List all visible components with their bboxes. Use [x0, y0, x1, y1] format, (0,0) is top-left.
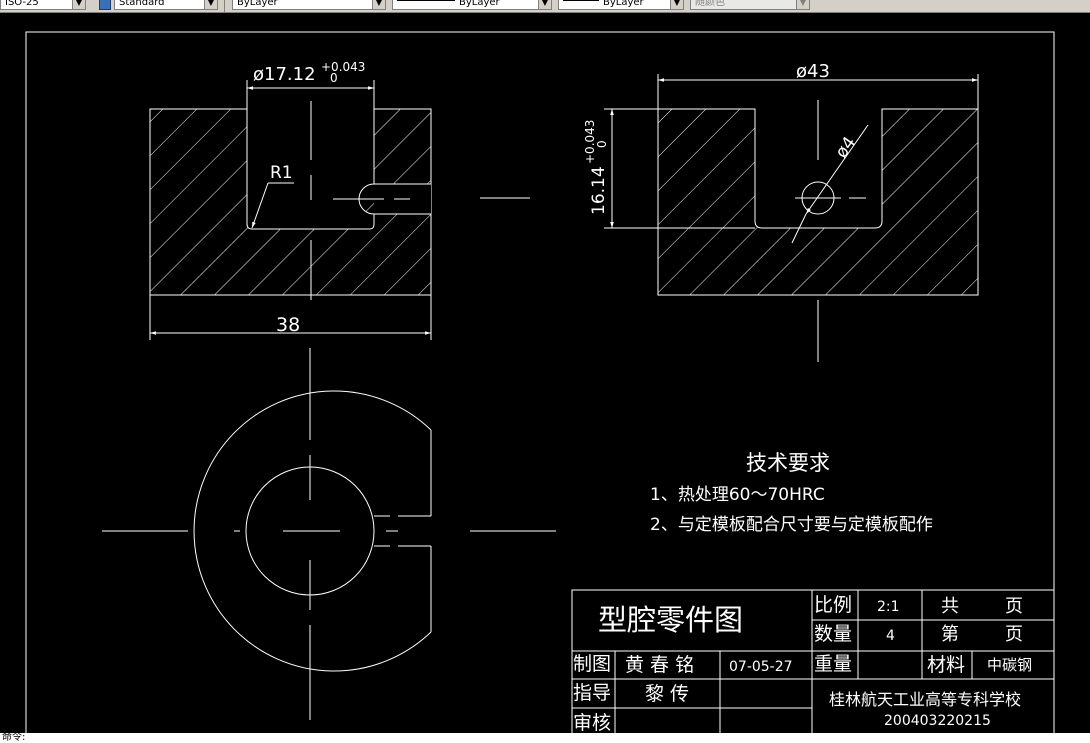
leader-line-r1 — [251, 182, 269, 229]
properties-toolbar: ISO-25 ▼ Standard ▼ ByLayer ▼ ByLayer ▼ … — [0, 0, 1090, 13]
tech-title: 技术要求 — [746, 451, 830, 475]
drawn-label: 制图 — [573, 653, 611, 675]
student-id: 200403220215 — [884, 713, 991, 729]
scale-label: 比例 — [814, 594, 852, 616]
lineweight-combo[interactable]: ByLayer ▼ — [558, 0, 684, 10]
tech-item-1: 1、热处理60～70HRC — [650, 485, 825, 505]
lineweight-value: ByLayer — [603, 0, 644, 8]
dim-tol-upper: +0.043 — [583, 120, 597, 164]
outer-arc — [193, 390, 432, 672]
drawn-date: 07-05-27 — [729, 659, 793, 675]
scale-value: 2:1 — [877, 599, 900, 615]
material-label: 材料 — [927, 654, 965, 676]
total-label: 共 — [941, 596, 959, 617]
review-label: 审核 — [573, 712, 611, 734]
material-value: 中碳钢 — [987, 656, 1032, 674]
sheet-page-label: 页 — [1005, 624, 1023, 645]
textstyle-combo[interactable]: Standard ▼ — [114, 0, 218, 10]
section-hatch-right — [657, 108, 979, 296]
linetype-combo[interactable]: ByLayer ▼ — [392, 0, 552, 10]
linetype-swatch — [397, 0, 455, 1]
quantity-label: 数量 — [814, 623, 852, 645]
chevron-down-icon[interactable]: ▼ — [372, 0, 385, 9]
section-view-right[interactable]: ø4 ø43 16.14 +0.043 0 — [583, 61, 979, 362]
layer-value: ByLayer — [237, 0, 278, 8]
weight-label: 重量 — [814, 653, 852, 675]
dim-text-depth: 16.14 — [589, 166, 609, 215]
title-block-text: 型腔零件图 比例 2:1 数量 4 共 页 第 页 制图 黄 春 铭 07-05… — [573, 594, 1032, 734]
chevron-down-icon[interactable]: ▼ — [796, 0, 809, 9]
technical-requirements: 技术要求 1、热处理60～70HRC 2、与定模板配合尺寸要与定模板配作 — [650, 451, 933, 535]
plotstyle-combo[interactable]: 随颜色 ▼ — [690, 0, 810, 10]
dimstyle-value: ISO-25 — [5, 0, 39, 8]
plotstyle-value: 随颜色 — [695, 0, 725, 8]
dim-text-diameter: ø17.12 — [253, 64, 316, 85]
guide-label: 指导 — [573, 682, 611, 704]
dim-tol-lower: 0 — [330, 71, 338, 85]
plan-view[interactable] — [102, 348, 556, 720]
school-name: 桂林航天工业高等专科学校 — [829, 690, 1021, 709]
layer-combo[interactable]: ByLayer ▼ — [232, 0, 386, 10]
dim-text-width: 38 — [276, 314, 300, 336]
textstyle-icon[interactable] — [99, 0, 111, 10]
chevron-down-icon[interactable]: ▼ — [538, 0, 551, 9]
chevron-down-icon[interactable]: ▼ — [670, 0, 683, 9]
total-page-label: 页 — [1005, 596, 1023, 617]
dim-text-radius: R1 — [270, 163, 293, 183]
command-line[interactable]: 命令: — [0, 733, 1090, 743]
dim-tol-lower: 0 — [595, 140, 609, 148]
section-hatch-left — [149, 108, 432, 296]
chevron-down-icon[interactable]: ▼ — [72, 0, 85, 9]
quantity-value: 4 — [886, 628, 895, 644]
dim-text-outer-diameter: ø43 — [796, 61, 830, 82]
lineweight-swatch — [563, 0, 599, 1]
dim-tol-upper: +0.043 — [321, 60, 365, 74]
leader-line-hole — [791, 213, 807, 244]
drawn-name: 黄 春 铭 — [625, 654, 694, 676]
section-view-left[interactable]: ø17.12 +0.043 0 R1 38 — [149, 60, 530, 340]
leader-line-hole — [805, 124, 869, 215]
guide-name: 黎 传 — [645, 683, 689, 705]
tech-item-2: 2、与定模板配合尺寸要与定模板配作 — [650, 515, 933, 535]
drawing-name: 型腔零件图 — [598, 603, 743, 637]
dimstyle-combo[interactable]: ISO-25 ▼ — [0, 0, 86, 10]
sheet-label: 第 — [941, 624, 959, 645]
chevron-down-icon[interactable]: ▼ — [204, 0, 217, 9]
textstyle-value: Standard — [119, 0, 165, 8]
command-prompt: 命令: — [2, 732, 26, 743]
toolbar-separator — [224, 0, 225, 12]
dim-text-hole: ø4 — [832, 133, 861, 162]
linetype-value: ByLayer — [459, 0, 500, 8]
